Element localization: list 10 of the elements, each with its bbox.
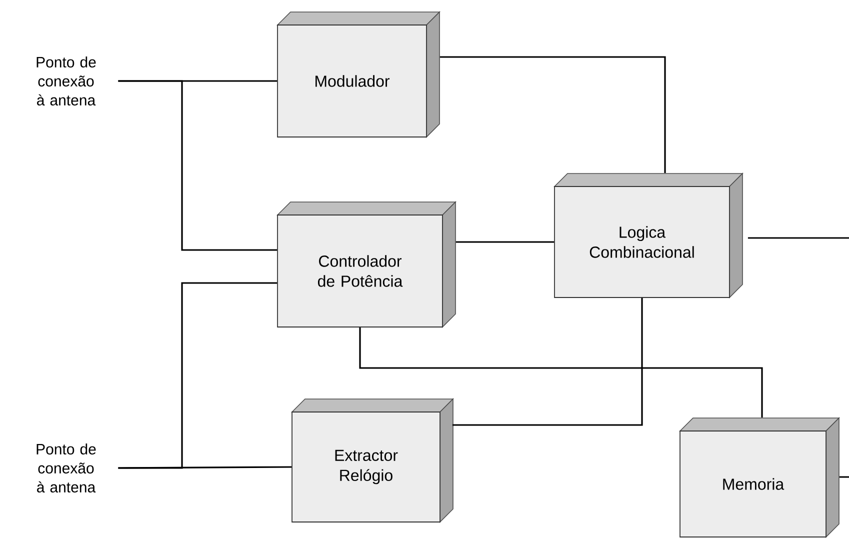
antenna-label: Ponto de conexão à antena [36, 56, 96, 106]
connector-line [118, 282, 278, 469]
connector-line [748, 237, 849, 239]
connector-line [839, 476, 849, 478]
connector-line [456, 241, 554, 243]
antenna-label: Ponto de conexão à antena [36, 444, 96, 492]
connector-line [452, 298, 643, 426]
connector-line [359, 327, 763, 418]
connector-line [118, 80, 278, 251]
connector-line [440, 56, 666, 174]
